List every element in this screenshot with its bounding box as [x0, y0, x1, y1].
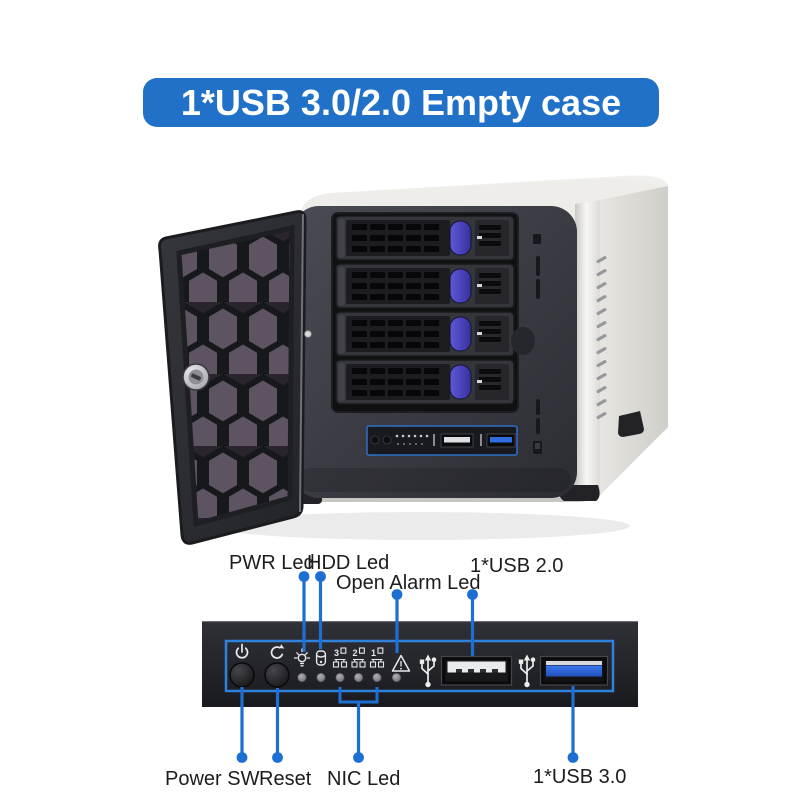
case-shadow [210, 512, 630, 540]
nic-number-1: 1 [371, 648, 376, 658]
hinge-pin [304, 330, 312, 338]
bezel-lock-recess [511, 327, 535, 355]
case-right-face [600, 186, 668, 494]
drive-tray-2 [335, 263, 515, 309]
reset-icon [270, 644, 285, 659]
led-nic1 [372, 672, 382, 683]
label-power-sw: Power SW [165, 768, 260, 790]
usb3-port [539, 655, 609, 686]
panel-outline [224, 639, 615, 693]
led-nic3 [335, 672, 345, 683]
nic-led-icon-1: 1 [369, 647, 385, 668]
drive-tray-4 [335, 359, 515, 405]
nas-case-photo [158, 175, 668, 545]
drive-tray-3 [335, 311, 515, 357]
label-reset: Reset [259, 768, 312, 790]
power-button [229, 662, 255, 688]
title-banner: 1*USB 3.0/2.0 Empty case [143, 78, 659, 127]
led-hdd [316, 672, 326, 683]
door-mesh-window [176, 224, 295, 528]
case-foot-back-right [618, 411, 644, 437]
nic-number-2: 2 [352, 648, 357, 658]
case-front-side-corner [575, 200, 600, 499]
bezel-right-column [511, 234, 542, 454]
case-front-io-strip [366, 425, 518, 456]
open-alarm-icon [391, 654, 411, 672]
front-bezel-bottom-shade [299, 468, 571, 492]
led-pwr [297, 672, 307, 683]
label-open-alarm-led: Open Alarm Led [336, 572, 481, 594]
label-usb-3-0: 1*USB 3.0 [533, 766, 627, 788]
label-pwr-led: PWR Led [229, 552, 315, 574]
callout-lines [236, 571, 579, 763]
pwr-led-lamp-icon [293, 648, 311, 667]
door-lock [182, 363, 210, 391]
reset-button [264, 662, 290, 688]
hdd-led-icon [315, 650, 327, 666]
mesh-door [158, 210, 307, 545]
nic-led-icon-3: 3 [332, 647, 348, 668]
door-edge-highlight [299, 213, 304, 513]
front-panel-closeup: 3 2 1 [202, 621, 638, 707]
nic-led-icon-2: 2 [351, 647, 366, 668]
side-vents [596, 256, 607, 420]
led-alarm [391, 672, 402, 683]
power-icon [235, 643, 249, 659]
led-indicators [297, 672, 402, 683]
led-nic2 [353, 672, 364, 683]
label-hdd-led: HDD Led [307, 552, 390, 574]
label-nic-led: NIC Led [327, 768, 401, 790]
usb2-port [440, 655, 513, 686]
nic-number-3: 3 [334, 648, 339, 658]
label-usb-2-0: 1*USB 2.0 [470, 555, 564, 577]
drive-tray-1 [335, 215, 515, 261]
